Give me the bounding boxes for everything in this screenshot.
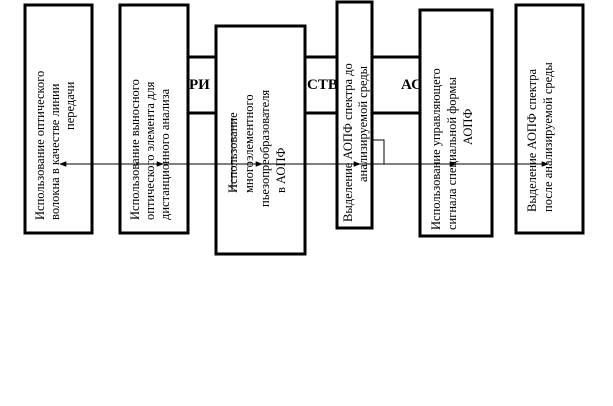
box-remote-element-line-3: дистанционного анализа xyxy=(158,88,172,220)
box-control-signal-line-2: сигнала специальной формы xyxy=(445,77,459,230)
box-control-signal xyxy=(418,8,494,238)
band-fragment-1: РИ xyxy=(189,77,210,93)
band-fragment-3: АС xyxy=(401,77,422,93)
box-remote-element-line-2: оптического элемента для xyxy=(143,81,157,220)
band-fragment-2: СТВ xyxy=(307,77,338,93)
box-multi-element-transducer-line-1: Использование xyxy=(226,112,240,193)
box-multi-element-transducer-text: Использование многоэлементного пьезопрео… xyxy=(226,90,288,207)
box-spectrum-after-text: Выделение АОПФ спектра после анализируем… xyxy=(525,62,555,212)
box-spectrum-after-line-1: Выделение АОПФ спектра xyxy=(525,69,539,213)
box-optical-fiber xyxy=(23,3,94,235)
box-spectrum-before-line-2: анализируемой среды xyxy=(356,65,370,182)
box-optical-fiber-line-3: передачи xyxy=(63,81,77,130)
box-spectrum-after xyxy=(514,3,585,235)
box-spectrum-before xyxy=(335,0,374,230)
box-remote-element-text: Использование выносного оптического элем… xyxy=(128,79,172,220)
box-control-signal-line-1: Использование управляющего xyxy=(429,68,443,230)
box-optical-fiber-line-2: волокна в качестве линии xyxy=(48,83,62,220)
box-control-signal-text: Использование управляющего сигнала специ… xyxy=(429,68,475,230)
box-control-signal-line-3: АОПФ xyxy=(461,109,475,145)
box-multi-element-transducer-line-2: многоэлементного xyxy=(242,94,256,193)
box-remote-element-line-1: Использование выносного xyxy=(128,79,142,220)
box-multi-element-transducer-line-3: пьезопреобразователя xyxy=(258,90,272,207)
box-multi-element-transducer-line-4: в АОПФ xyxy=(274,148,288,193)
box-remote-element xyxy=(118,3,190,235)
box-spectrum-after-line-2: после анализируемой среды xyxy=(541,62,555,212)
box-optical-fiber-line-1: Использование оптического xyxy=(33,71,47,220)
box-multi-element-transducer xyxy=(214,24,307,256)
box-optical-fiber-text: Использование оптического волокна в каче… xyxy=(33,71,77,220)
box-spectrum-before-text: Выделение АОПФ спектра до анализируемой … xyxy=(341,63,370,222)
box-spectrum-before-line-1: Выделение АОПФ спектра до xyxy=(341,63,355,222)
